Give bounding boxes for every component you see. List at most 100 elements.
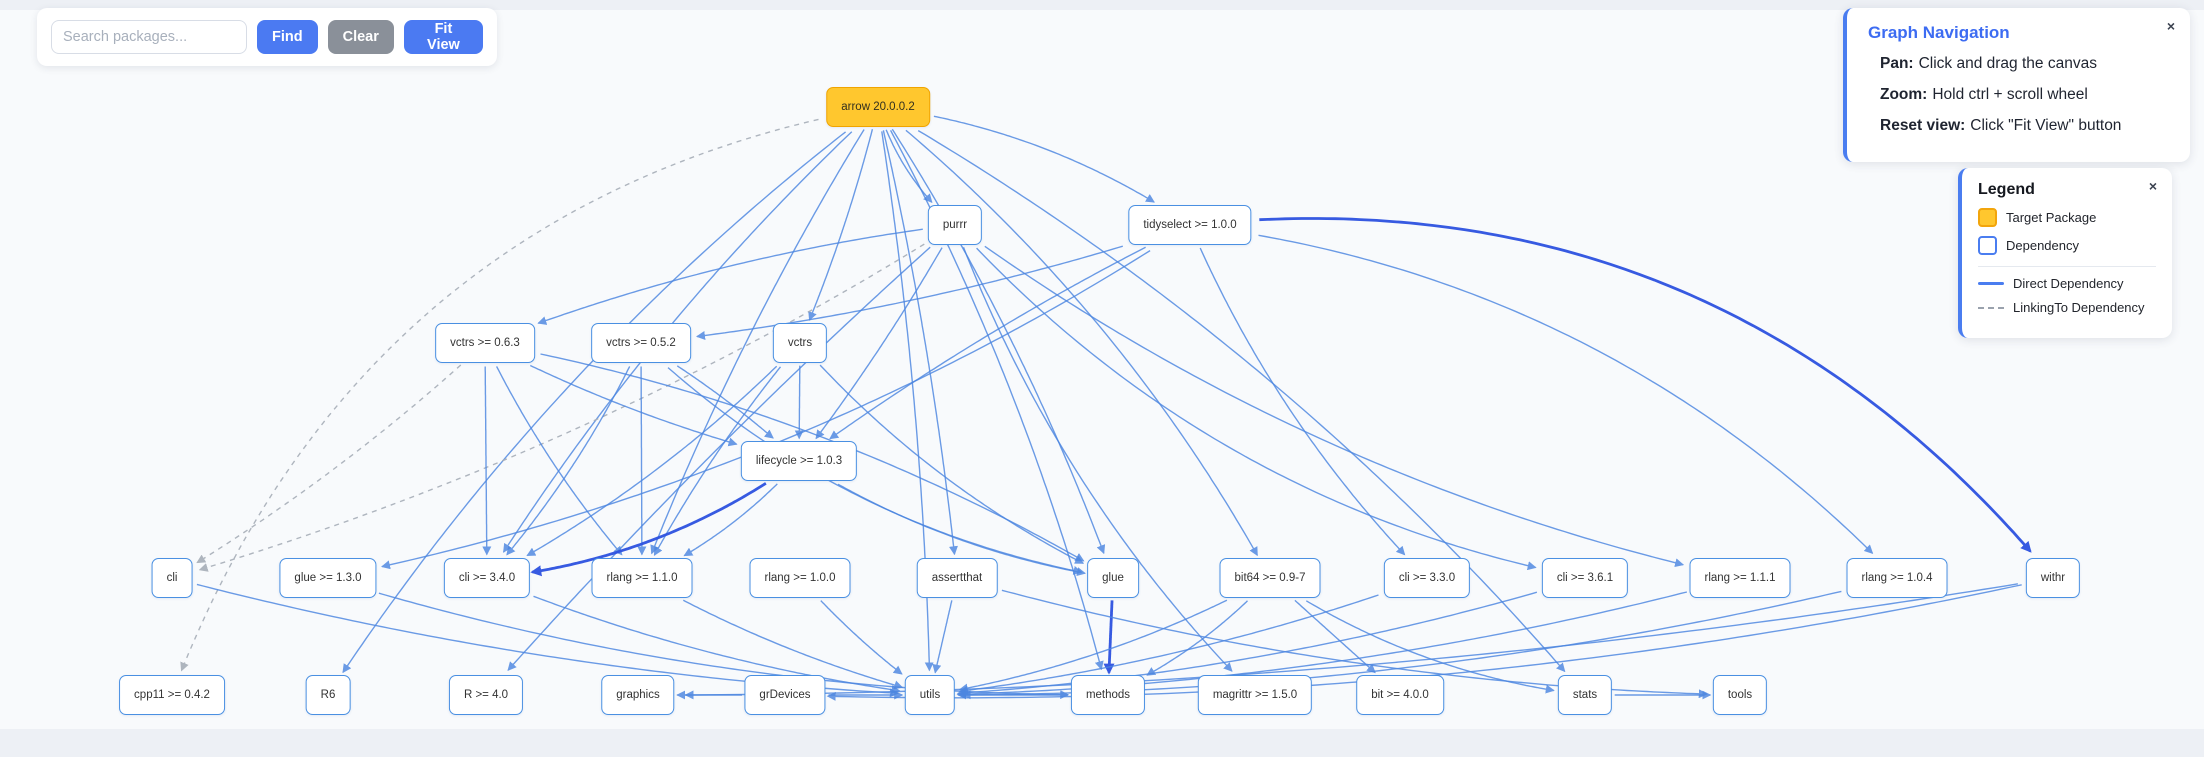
graph-node-grDevices[interactable]: grDevices <box>744 675 826 715</box>
legend-item-label: LinkingTo Dependency <box>2013 300 2145 315</box>
graph-node-bit[interactable]: bit >= 4.0.0 <box>1356 675 1444 715</box>
graph-node-bit64[interactable]: bit64 >= 0.9-7 <box>1219 558 1321 598</box>
search-toolbar: Find Clear Fit View <box>37 8 497 66</box>
edge-lifecycle-cli34 <box>530 482 767 577</box>
nav-instructions: Pan:Click and drag the canvas Zoom:Hold … <box>1868 52 2172 137</box>
linkingto-dependency-line <box>1978 306 2004 309</box>
legend-panel: Legend × Target Package Dependency Direc… <box>1958 168 2172 338</box>
node-layer: arrow 20.0.0.2 purrr tidyselect >= 1.0.0 vc… <box>0 10 2204 729</box>
fit-view-button[interactable]: Fit View <box>403 20 483 54</box>
graph-navigation-title: Graph Navigation <box>1868 23 2010 42</box>
nav-instruction-zoom: Zoom:Hold ctrl + scroll wheel <box>1880 83 2172 106</box>
edge-glue-methods <box>1103 600 1115 675</box>
graph-node-vctrs[interactable]: vctrs <box>772 323 828 363</box>
edge-lifecycle-rlang110 <box>683 483 778 557</box>
edge-purrr-r40 <box>507 246 931 671</box>
edge-purrr-rlang111 <box>984 245 1685 568</box>
close-icon[interactable]: × <box>2148 178 2157 194</box>
legend-item-label: Dependency <box>2006 238 2079 253</box>
edge-vctrs063-cli <box>196 364 462 564</box>
legend-title: Legend <box>1978 181 2035 198</box>
edge-purrr-cli36 <box>976 247 1537 571</box>
graph-node-utils[interactable]: utils <box>904 675 956 715</box>
graph-node-rlang110[interactable]: rlang >= 1.1.0 <box>591 558 693 598</box>
legend-item-target-package: Target Package <box>1978 208 2156 227</box>
graph-node-withr[interactable]: withr <box>2025 558 2081 598</box>
graph-node-tidyselect[interactable]: tidyselect >= 1.0.0 <box>1128 205 1252 245</box>
graph-node-assertthat[interactable]: assertthat <box>916 558 998 598</box>
legend-item-label: Target Package <box>2006 210 2097 225</box>
legend-divider <box>1978 266 2156 267</box>
nav-instruction-zoom-text: Hold ctrl + scroll wheel <box>1932 86 2088 103</box>
nav-instruction-zoom-label: Zoom: <box>1880 86 1928 103</box>
graph-node-r40[interactable]: R >= 4.0 <box>448 675 524 715</box>
graph-node-stats[interactable]: stats <box>1557 675 1613 715</box>
edge-tidyselect-withr <box>1259 217 2032 553</box>
graph-node-cli33[interactable]: cli >= 3.3.0 <box>1383 558 1471 598</box>
legend-item-dependency: Dependency <box>1978 236 2156 255</box>
graph-canvas[interactable]: arrow 20.0.0.2 purrr tidyselect >= 1.0.0 vc… <box>0 10 2204 729</box>
graph-node-lifecycle[interactable]: lifecycle >= 1.0.3 <box>740 441 858 481</box>
graph-node-vctrs052[interactable]: vctrs >= 0.5.2 <box>591 323 691 363</box>
edge-assertthat-utils <box>932 600 953 674</box>
nav-instruction-reset-text: Click "Fit View" button <box>1970 117 2122 134</box>
edge-bit64-methods <box>1146 600 1248 676</box>
graph-node-magrittr[interactable]: magrittr >= 1.5.0 <box>1197 675 1313 715</box>
graph-node-cli36[interactable]: cli >= 3.6.1 <box>1541 558 1629 598</box>
edge-vctrs-cli34 <box>526 365 778 557</box>
graph-node-vctrs063[interactable]: vctrs >= 0.6.3 <box>435 323 535 363</box>
graph-node-cpp11[interactable]: cpp11 >= 0.4.2 <box>119 675 225 715</box>
graph-node-graphics[interactable]: graphics <box>601 675 675 715</box>
edge-vctrs052-rlang110 <box>637 366 647 556</box>
edge-rlang110-utils <box>682 599 904 690</box>
legend-item-label: Direct Dependency <box>2013 276 2124 291</box>
edge-bit64-utils <box>958 599 1228 693</box>
edge-cli33-utils <box>958 594 1379 695</box>
edge-vctrs-lifecycle <box>794 365 804 440</box>
graph-node-tools[interactable]: tools <box>1712 675 1768 715</box>
graph-node-purrr[interactable]: purrr <box>927 205 983 245</box>
graph-node-r6[interactable]: R6 <box>305 675 351 715</box>
graph-node-cli[interactable]: cli <box>151 558 193 598</box>
graph-node-rlang104[interactable]: rlang >= 1.0.4 <box>1846 558 1948 598</box>
graph-node-rlang100[interactable]: rlang >= 1.0.0 <box>749 558 851 598</box>
close-icon[interactable]: × <box>2166 18 2175 34</box>
graph-navigation-panel: Graph Navigation × Pan:Click and drag th… <box>1843 8 2190 162</box>
legend-item-linkingto-dependency: LinkingTo Dependency <box>1978 300 2156 315</box>
nav-instruction-pan-label: Pan: <box>1880 55 1914 72</box>
edge-vctrs-rlang110 <box>653 366 782 556</box>
graph-node-glue13[interactable]: glue >= 1.3.0 <box>279 558 377 598</box>
dependency-swatch <box>1978 236 1997 255</box>
nav-instruction-pan-text: Click and drag the canvas <box>1918 55 2097 72</box>
edge-vctrs052-lifecycle <box>676 365 774 439</box>
nav-instruction-pan: Pan:Click and drag the canvas <box>1880 52 2172 75</box>
edge-arrow-glue <box>891 128 1106 555</box>
target-package-swatch <box>1978 208 1997 227</box>
edge-arrow-assertthat <box>882 130 958 556</box>
clear-button[interactable]: Clear <box>327 20 394 54</box>
graph-node-glue[interactable]: glue <box>1087 558 1139 598</box>
edge-arrow-vctrs <box>808 129 874 321</box>
edge-arrow-r6 <box>342 131 847 674</box>
graph-node-methods[interactable]: methods <box>1070 675 1146 715</box>
edge-rlang100-utils <box>820 600 903 675</box>
search-input[interactable] <box>51 20 247 54</box>
edge-arrow-bit64 <box>905 129 1258 557</box>
edge-arrow-rlang110 <box>650 129 865 555</box>
edge-tidyselect-lifecycle <box>829 246 1146 440</box>
edge-purrr-cli <box>198 243 925 572</box>
edge-arrow-tidyselect <box>933 115 1155 203</box>
graph-node-cli34[interactable]: cli >= 3.4.0 <box>443 558 531 598</box>
graph-node-rlang111[interactable]: rlang >= 1.1.1 <box>1689 558 1791 598</box>
edge-purrr-vctrs063 <box>537 228 923 325</box>
edge-arrow-cpp11 <box>180 118 819 672</box>
edge-tidyselect-cli33 <box>1199 247 1406 556</box>
direct-dependency-line <box>1978 282 2004 285</box>
find-button[interactable]: Find <box>257 20 318 54</box>
edge-purrr-magrittr <box>962 246 1233 672</box>
edge-lifecycle-glue <box>837 483 1086 577</box>
edge-tidyselect-rlang104 <box>1258 234 1874 554</box>
graph-node-arrow[interactable]: arrow 20.0.0.2 <box>826 87 930 127</box>
nav-instruction-reset-label: Reset view: <box>1880 117 1966 134</box>
legend-item-direct-dependency: Direct Dependency <box>1978 276 2156 291</box>
